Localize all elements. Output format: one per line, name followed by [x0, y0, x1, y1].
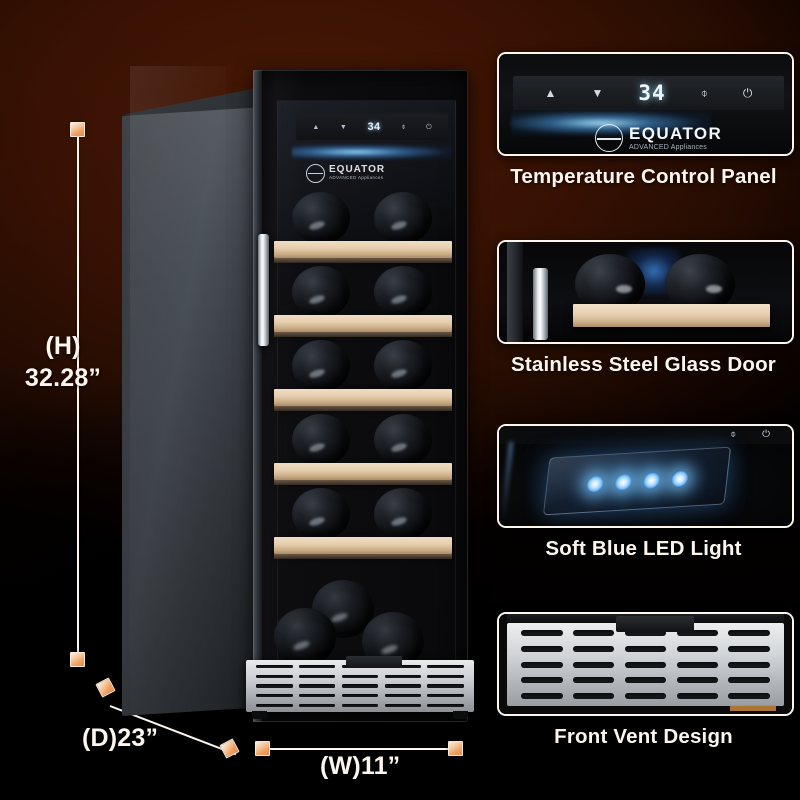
wine-bottle	[374, 414, 432, 466]
vent-grille-closeup	[507, 623, 784, 706]
callout-caption: Front Vent Design	[554, 725, 733, 748]
down-arrow-icon[interactable]: ▼	[591, 86, 604, 100]
callout-image-frame: ⌽ ⏻	[497, 424, 794, 528]
brand-logo: EQUATOR ADVANCED Appliances	[595, 124, 722, 152]
height-marker-bottom	[70, 652, 85, 667]
wine-bottle	[374, 340, 432, 392]
wine-bottle	[292, 266, 350, 318]
callout-image-frame: ▲ ▼ 34 ⌽ ⏻ EQUATOR ADVANCED Appliances	[497, 52, 794, 156]
led-light-housing	[542, 446, 732, 516]
callout-front-vent-design: Front Vent Design	[497, 612, 794, 749]
door-handle[interactable]	[533, 268, 548, 340]
vent-column	[299, 665, 336, 707]
cabinet-foot	[453, 711, 468, 719]
wooden-shelf	[274, 389, 452, 411]
vent-column	[341, 665, 379, 707]
shelf-row	[270, 410, 454, 485]
door-left-edge	[253, 70, 262, 722]
depth-dimension-label: (D)23”	[82, 724, 159, 752]
shelf-row	[270, 336, 454, 411]
door-left-edge	[507, 242, 523, 342]
height-marker-top	[70, 122, 85, 137]
wine-bottle	[374, 488, 432, 540]
wine-cooler-product-image: ▲ ▼ 34 ⌽ ⏻ EQUATOR ADVANCED Appliances	[110, 62, 480, 732]
door-handle[interactable]	[258, 234, 269, 346]
vent-column	[676, 630, 718, 699]
interior-led-glow	[292, 144, 452, 160]
vent-latch	[616, 616, 695, 632]
wine-bottle	[292, 340, 350, 392]
light-icon[interactable]: ⌽	[730, 429, 737, 440]
cooler-interior	[270, 188, 454, 684]
cabinet-foot	[252, 711, 267, 719]
led-lamp	[585, 474, 605, 493]
control-panel-edge: ⌽ ⏻	[499, 426, 792, 444]
led-lamp	[641, 471, 661, 490]
wine-bottle	[274, 608, 336, 666]
wine-bottle	[374, 192, 432, 244]
vent-column	[624, 630, 667, 699]
brand-tagline: ADVANCED Appliances	[629, 144, 707, 151]
brand-logo: EQUATOR ADVANCED Appliances	[306, 162, 446, 184]
power-icon[interactable]: ⏻	[426, 123, 432, 131]
vent-column	[521, 630, 563, 699]
wooden-shelf	[274, 537, 452, 559]
front-vent-grille	[246, 656, 474, 719]
light-icon[interactable]: ⌽	[401, 123, 406, 131]
wooden-shelf	[274, 241, 452, 263]
height-dimension-line	[76, 137, 79, 657]
brand-name: EQUATOR	[629, 124, 723, 143]
wine-bottle	[292, 414, 350, 466]
led-lamp	[613, 472, 633, 491]
brand-oval-icon	[306, 163, 325, 183]
cabinet-side-panel	[122, 107, 262, 716]
light-beam	[500, 442, 514, 522]
callout-image-frame	[497, 240, 794, 344]
up-arrow-icon[interactable]: ▲	[544, 86, 557, 100]
control-panel-closeup[interactable]: ▲ ▼ 34 ⌽ ⏻	[513, 76, 784, 110]
vent-latch	[346, 656, 403, 668]
wooden-shelf	[274, 315, 452, 337]
callout-caption: Temperature Control Panel	[510, 165, 777, 188]
vent-column	[256, 665, 293, 707]
temperature-display: 34	[367, 121, 381, 133]
callout-image-frame	[497, 612, 794, 716]
power-icon[interactable]: ⏻	[762, 429, 770, 440]
width-marker-left	[255, 741, 270, 756]
shelf-row	[270, 188, 454, 263]
vent-column	[427, 665, 464, 707]
brand-tagline: ADVANCED Appliances	[329, 175, 384, 181]
shelf-row	[270, 484, 454, 559]
vent-column	[572, 630, 615, 699]
wooden-shelf	[573, 304, 770, 327]
width-dimension-line	[270, 747, 450, 750]
height-dimension-label: (H) 32.28”	[8, 330, 118, 394]
amber-accent	[730, 705, 776, 711]
callout-soft-blue-led-light: ⌽ ⏻ Soft Blue LED Light	[497, 424, 794, 561]
wine-bottle	[292, 488, 350, 540]
vent-column	[384, 665, 421, 707]
wine-bottle	[374, 266, 432, 318]
light-icon[interactable]: ⌽	[700, 86, 708, 100]
temperature-display: 34	[638, 81, 666, 105]
callout-caption: Soft Blue LED Light	[545, 537, 742, 560]
down-arrow-icon[interactable]: ▼	[339, 123, 347, 131]
vent-column	[728, 630, 770, 699]
led-lamp	[669, 469, 689, 488]
control-panel[interactable]: ▲ ▼ 34 ⌽ ⏻	[296, 114, 448, 140]
height-value-text: 32.28”	[24, 364, 102, 392]
wooden-shelf	[274, 463, 452, 485]
callout-stainless-steel-glass-door: Stainless Steel Glass Door	[497, 240, 794, 377]
wine-bottle	[292, 192, 350, 244]
shelf-row	[270, 262, 454, 337]
width-dimension-label: (W)11”	[320, 752, 401, 780]
height-label-text: (H)	[45, 332, 81, 360]
callout-temperature-control-panel: ▲ ▼ 34 ⌽ ⏻ EQUATOR ADVANCED Appliances T…	[497, 52, 794, 189]
callout-caption: Stainless Steel Glass Door	[511, 353, 776, 376]
brand-oval-icon	[595, 124, 623, 152]
width-marker-right	[448, 741, 463, 756]
power-icon[interactable]: ⏻	[742, 86, 753, 100]
brand-name: EQUATOR	[329, 163, 386, 175]
up-arrow-icon[interactable]: ▲	[312, 123, 320, 131]
